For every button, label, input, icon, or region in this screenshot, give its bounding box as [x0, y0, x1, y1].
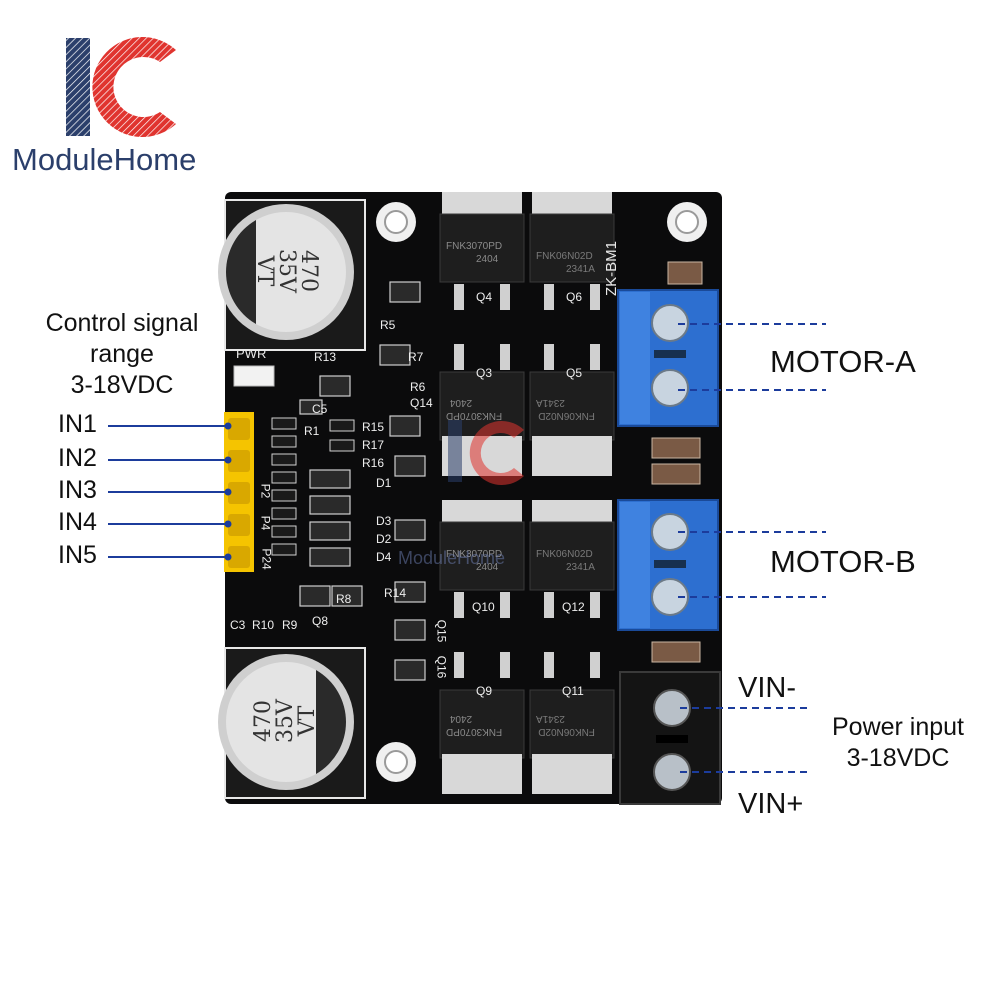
label-in4: IN4 [58, 508, 97, 536]
silk-r13: R13 [314, 350, 337, 364]
power-line-1: Power input [831, 713, 965, 741]
silk-r15: R15 [362, 420, 385, 434]
fet-mid-left-code: 2404 [449, 397, 473, 408]
terminal-motor-b [617, 499, 719, 631]
silk-q4: Q4 [476, 290, 493, 304]
silk-q9: Q9 [476, 684, 493, 698]
label-vin-minus: VIN- [738, 672, 796, 704]
silk-c5: C5 [312, 402, 328, 416]
fet-top-right-part: FNK06N02D [536, 251, 593, 262]
silk-q3: Q3 [476, 366, 493, 380]
label-in3: IN3 [58, 476, 97, 504]
fet-bot-left-code: 2404 [449, 713, 473, 724]
cap-top-value: 470 [296, 250, 321, 292]
silk-q15: Q15 [434, 619, 449, 643]
resistor-column [271, 417, 355, 556]
fet-mid-right-code: 2341A [536, 397, 565, 408]
cap-top-voltage: 35V [274, 249, 299, 293]
silk-p4: P4 [258, 515, 273, 531]
ceramic-caps [651, 261, 703, 663]
fet-low-right-code: 2341A [566, 562, 595, 573]
silk-q12: Q12 [562, 600, 585, 614]
pwr-led [233, 365, 275, 387]
board-model-label: ZK-BM1 [603, 240, 620, 296]
silk-r8: R8 [336, 592, 352, 606]
silk-r17: R17 [362, 438, 385, 452]
silk-q8: Q8 [312, 614, 329, 628]
silk-r6: R6 [410, 380, 426, 394]
silk-q11: Q11 [562, 684, 584, 698]
silk-p24: P24 [259, 548, 274, 570]
silk-r1: R1 [304, 424, 320, 438]
capacitor-top-label: 470 35V VT [252, 215, 321, 327]
silk-q5: Q5 [566, 366, 583, 380]
fet-low-left-part: FNK3070PD [446, 549, 503, 560]
smd-components [299, 281, 426, 681]
output-callout-lines [678, 323, 826, 773]
silk-p2: P2 [258, 483, 273, 499]
fet-bot-right-code: 2341A [536, 713, 565, 724]
power-line-2: 3-18VDC [846, 744, 950, 772]
cap-bottom-voltage: 35V [273, 699, 298, 743]
silk-c3: C3 [230, 618, 246, 632]
label-vin-plus: VIN+ [738, 788, 804, 820]
watermark-logo [448, 420, 524, 485]
logo-name: ModuleHome [12, 142, 197, 177]
silk-q6: Q6 [566, 290, 583, 304]
control-signal-caption: Control signal range 3-18VDC [22, 308, 222, 401]
power-input-caption: Power input 3-18VDC [808, 712, 988, 774]
fet-mid-left-text: FNK3070PD 2404 [446, 396, 502, 422]
control-line-1: Control signal [45, 309, 199, 337]
silk-d1: D1 [376, 476, 392, 490]
control-line-3: 3-18VDC [70, 371, 174, 399]
terminal-power [619, 671, 721, 805]
fet-bot-left-part: FNK3070PD [446, 726, 503, 737]
capacitor-bottom [218, 647, 366, 799]
fet-top-left-text: FNK3070PD 2404 [446, 240, 502, 266]
cap-top-series: VT [252, 255, 277, 287]
fet-low-left-code: 2404 [476, 562, 499, 573]
silk-r16: R16 [362, 456, 385, 470]
cap-bottom-series: VT [295, 705, 320, 737]
fet-mid-right-part: FNK06N02D [538, 410, 595, 421]
board-watermark-text: ModuleHome [398, 548, 506, 568]
silk-r9: R9 [282, 618, 298, 632]
fet-low-right-part: FNK06N02D [536, 549, 593, 560]
label-motor-a: MOTOR-A [770, 344, 916, 379]
mounting-hole-icon [376, 202, 707, 782]
fet-bot-right-part: FNK06N02D [538, 726, 595, 737]
terminal-motor-a [617, 289, 719, 427]
fet-bot-right-text: FNK06N02D 2341A [536, 712, 595, 738]
pwr-silk-label: PWR [236, 346, 267, 361]
silk-q16: Q16 [434, 655, 449, 679]
fet-top-right-code: 2341A [566, 264, 595, 275]
fet-mid-right-text: FNK06N02D 2341A [536, 396, 595, 422]
silk-d3: D3 [376, 514, 392, 528]
label-motor-b: MOTOR-B [770, 544, 916, 579]
label-in5: IN5 [58, 541, 97, 569]
fet-mid-left-part: FNK3070PD [446, 410, 503, 421]
silk-r14: R14 [384, 586, 407, 600]
silk-q14: Q14 [410, 396, 433, 410]
capacitor-bottom-label: 470 35V VT [251, 665, 320, 777]
input-callout-lines [108, 422, 232, 561]
silk-r10: R10 [252, 618, 275, 632]
silk-d4: D4 [376, 550, 392, 564]
cap-bottom-value: 470 [251, 700, 276, 742]
fet-top-left-part: FNK3070PD [446, 241, 503, 252]
fet-bot-left-text: FNK3070PD 2404 [446, 712, 502, 738]
fet-top-left-code: 2404 [476, 254, 499, 265]
capacitor-top [218, 199, 366, 351]
fet-top-right-text: FNK06N02D 2341A [536, 250, 595, 276]
silk-d2: D2 [376, 532, 392, 546]
label-in2: IN2 [58, 444, 97, 472]
silk-r5: R5 [380, 318, 396, 332]
silk-r7: R7 [408, 350, 424, 364]
silk-q10: Q10 [472, 600, 495, 614]
fet-low-right-text: FNK06N02D 2341A [536, 548, 595, 574]
fet-low-left-text: FNK3070PD 2404 [446, 548, 502, 574]
label-in1: IN1 [58, 410, 97, 438]
control-line-2: range [90, 340, 154, 368]
